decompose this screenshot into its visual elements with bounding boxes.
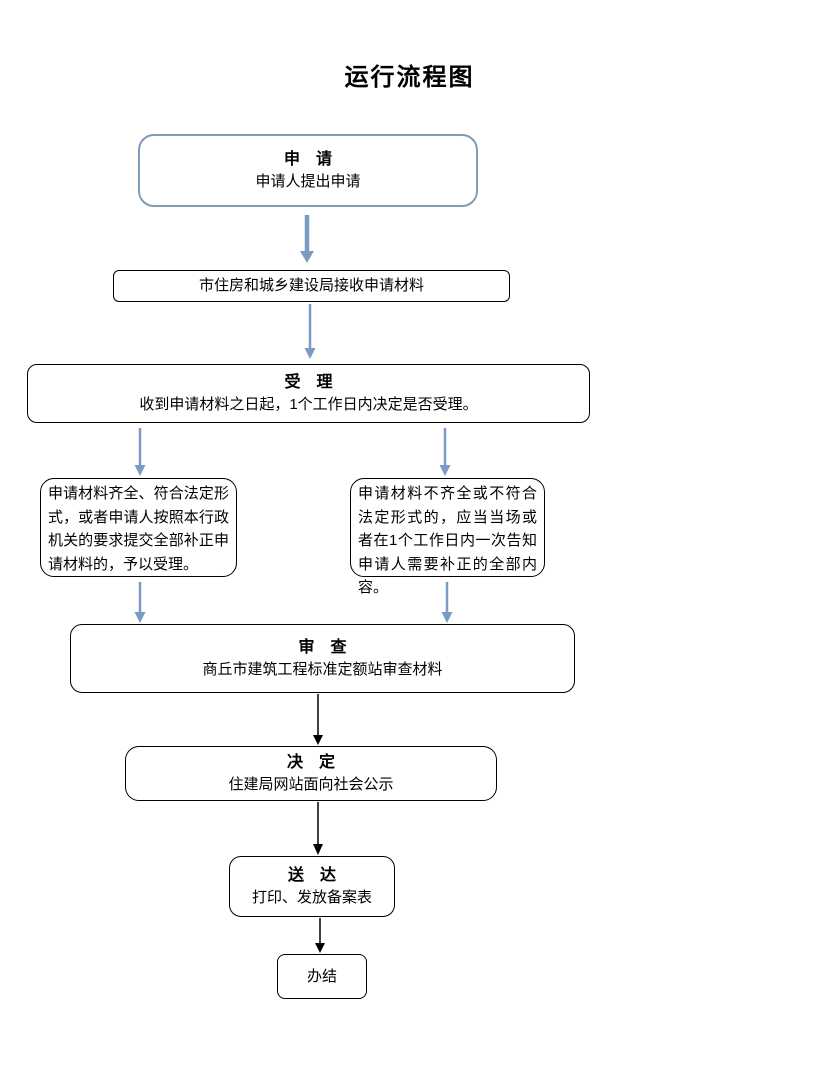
- node-accept-title: 受 理: [284, 373, 333, 391]
- node-review-subtitle: 商丘市建筑工程标准定额站审查材料: [202, 660, 443, 678]
- page-title: 运行流程图: [344, 64, 475, 91]
- node-decide-subtitle: 住建局网站面向社会公示: [228, 775, 394, 793]
- node-receive-label: 市住房和城乡建设局接收申请材料: [198, 277, 424, 294]
- node-apply: 申 请 申请人提出申请: [138, 134, 478, 207]
- node-review: 审 查 商丘市建筑工程标准定额站审查材料: [70, 624, 575, 693]
- arrow-receive-to-accept: [304, 304, 316, 359]
- node-apply-title: 申 请: [283, 150, 332, 168]
- node-deliver-subtitle: 打印、发放备案表: [251, 888, 372, 906]
- node-deliver-title: 送 达: [287, 866, 336, 884]
- node-review-title: 审 查: [298, 638, 347, 656]
- arrow-apply-to-receive: [300, 215, 314, 263]
- node-receive: 市住房和城乡建设局接收申请材料: [113, 270, 510, 302]
- node-branch-materials-complete: 申请材料齐全、符合法定形式，或者申请人按照本行政机关的要求提交全部补正申请材料的…: [40, 478, 237, 577]
- node-finish-label: 办结: [306, 967, 337, 985]
- arrow-branch-left-to-review: [134, 582, 146, 623]
- node-branch-left-label: 申请材料齐全、符合法定形式，或者申请人按照本行政机关的要求提交全部补正申请材料的…: [48, 485, 229, 573]
- node-decide-title: 决 定: [286, 753, 335, 771]
- node-deliver: 送 达 打印、发放备案表: [229, 856, 395, 917]
- node-branch-right-label: 申请材料不齐全或不符合法定形式的，应当当场或者在1个工作日内一次告知申请人需要补…: [358, 485, 537, 596]
- arrow-accept-to-branch-right: [439, 428, 451, 476]
- node-accept: 受 理 收到申请材料之日起，1个工作日内决定是否受理。: [27, 364, 590, 423]
- arrow-deliver-to-finish: [315, 918, 325, 953]
- node-apply-subtitle: 申请人提出申请: [255, 172, 361, 190]
- arrow-decide-to-deliver: [313, 802, 323, 855]
- node-decide: 决 定 住建局网站面向社会公示: [125, 746, 497, 801]
- node-accept-subtitle: 收到申请材料之日起，1个工作日内决定是否受理。: [139, 395, 478, 413]
- node-finish: 办结: [277, 954, 367, 999]
- arrow-review-to-decide: [313, 694, 323, 745]
- arrow-accept-to-branch-left: [134, 428, 146, 476]
- node-branch-materials-incomplete: 申请材料不齐全或不符合法定形式的，应当当场或者在1个工作日内一次告知申请人需要补…: [350, 478, 545, 596]
